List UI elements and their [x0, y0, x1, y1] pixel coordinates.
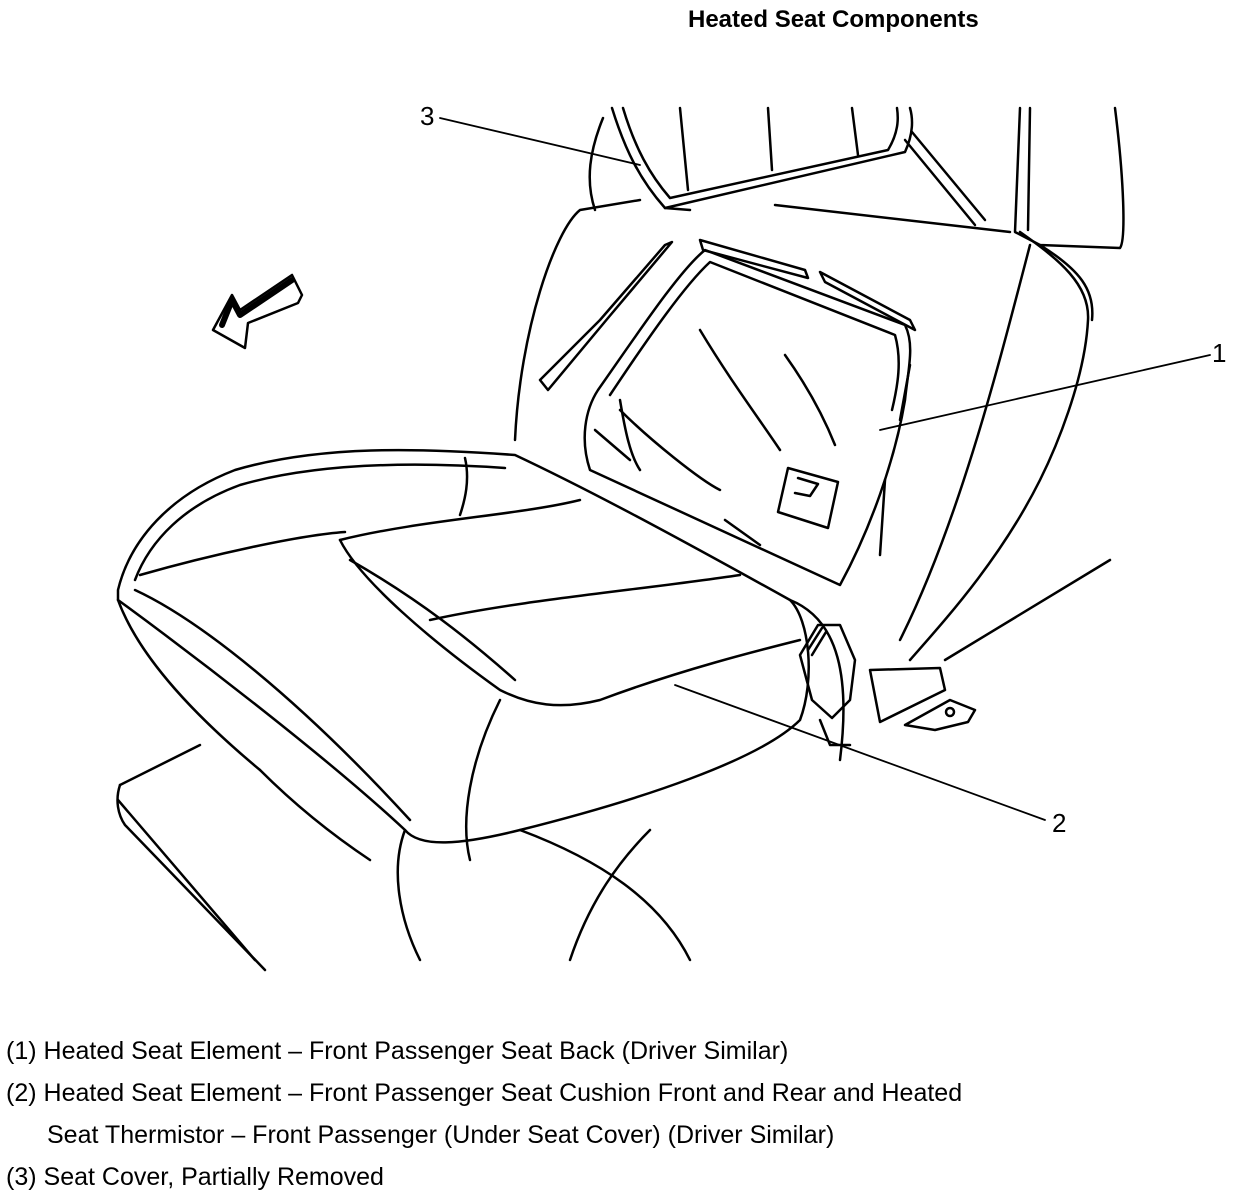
legend-text: Heated Seat Element – Front Passenger Se… — [43, 1079, 963, 1107]
headrest — [588, 106, 914, 212]
legend-text: Seat Cover, Partially Removed — [43, 1163, 384, 1191]
component-legend: (1) Heated Seat Element – Front Passenge… — [6, 1030, 962, 1198]
callout-2: 2 — [1052, 808, 1066, 838]
leader-line-2 — [674, 684, 1046, 821]
leader-line-3 — [439, 117, 641, 166]
forward-arrow-icon — [211, 273, 304, 350]
diagram-title: Heated Seat Components — [688, 6, 979, 33]
legend-item-2-continuation: Seat Thermistor – Front Passenger (Under… — [47, 1121, 835, 1149]
recliner-latch — [798, 623, 977, 747]
legend-item-2: (2) Heated Seat Element – Front Passenge… — [6, 1072, 962, 1114]
seat-back-heating-element — [538, 238, 917, 587]
seat-back-shell — [513, 106, 1125, 662]
leader-line-1 — [879, 354, 1211, 431]
legend-number: (3) — [6, 1163, 37, 1191]
callout-3: 3 — [420, 101, 434, 131]
heated-seat-illustration: 3 1 2 — [116, 101, 1226, 972]
legend-text: Heated Seat Element – Front Passenger Se… — [43, 1037, 789, 1065]
legend-number: (2) — [6, 1079, 37, 1107]
seat-rail — [116, 743, 267, 972]
legend-item-1: (1) Heated Seat Element – Front Passenge… — [6, 1030, 962, 1072]
legend-number: (1) — [6, 1037, 37, 1065]
legend-item-3: (3) Seat Cover, Partially Removed — [6, 1156, 962, 1198]
callout-1: 1 — [1212, 338, 1226, 368]
seat-cushion — [116, 448, 845, 962]
